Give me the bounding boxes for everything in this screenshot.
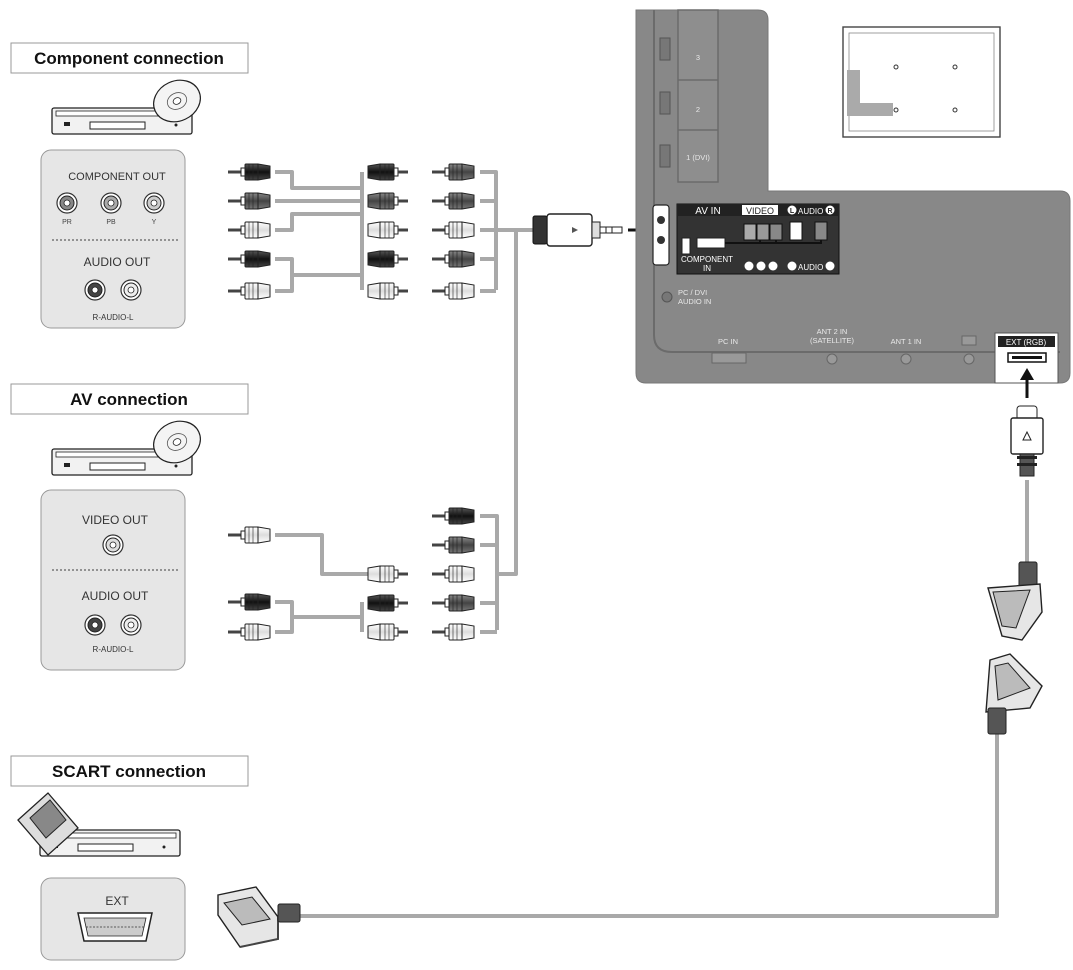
video-label: VIDEO: [746, 206, 774, 216]
plug-y: [227, 221, 271, 239]
av-adapter: [532, 213, 650, 247]
component-in-label-2: IN: [703, 264, 711, 273]
hdmi-2-label: 2: [696, 105, 700, 114]
mid-plug: [431, 507, 475, 525]
mid-plug: [367, 192, 409, 210]
component-in-label-1: COMPONENT: [681, 255, 733, 264]
component-audio-sub: R-AUDIO-L: [93, 313, 134, 322]
scart-cable-top-plug: [1010, 405, 1044, 477]
cables: [275, 170, 1029, 918]
hdmi-1-label: 1 (DVI): [686, 153, 710, 162]
mid-plug: [431, 565, 475, 583]
plug-audio-r: [227, 593, 271, 611]
ant1-label: ANT 1 IN: [891, 337, 922, 346]
ant2-label-1: ANT 2 IN: [817, 327, 848, 336]
audio-r-jack: [84, 279, 106, 301]
plug-audio-l: [227, 623, 271, 641]
scart-plug-device: [217, 886, 279, 948]
mid-plug: [367, 250, 409, 268]
av-device-panel: [40, 489, 186, 671]
audio-l-jack: [120, 279, 142, 301]
pr-jack: [56, 192, 78, 214]
mid-plug: [431, 623, 475, 641]
mid-plug: [431, 536, 475, 554]
pc-dvi-label-2: AUDIO IN: [678, 297, 711, 306]
mid-plug: [431, 282, 475, 300]
video-out-label: VIDEO OUT: [82, 513, 149, 527]
mid-plug: [367, 594, 409, 612]
audio-top-label: AUDIO: [798, 207, 823, 216]
ant2-label-2: (SATELLITE): [810, 336, 855, 345]
scart-title: SCART connection: [52, 762, 206, 781]
tv-back-icon: [842, 26, 1001, 138]
arrow-up-icon: [1020, 368, 1034, 398]
vhs-tape-icon: [17, 792, 79, 856]
plug-audio-r: [227, 250, 271, 268]
mid-plug: [431, 163, 475, 181]
video-out-jack: [102, 534, 124, 556]
audio-bottom-label: AUDIO: [798, 263, 823, 272]
plug-audio-l: [227, 282, 271, 300]
plug-pb: [227, 192, 271, 210]
pc-dvi-label-1: PC / DVI: [678, 288, 707, 297]
mid-plug: [367, 221, 409, 239]
pr-label: PR: [62, 219, 72, 226]
av-section: AV connection VIDEO OUT AUDIO OUT R-AUDI…: [10, 383, 475, 671]
tv-panel: 3 2 1 (DVI) AV IN VIDEO L AUDIO R COMPON…: [635, 9, 1071, 384]
scart-plug-lower: [985, 653, 1043, 735]
mid-plug: [431, 250, 475, 268]
y-jack: [143, 192, 165, 214]
av-in-label: AV IN: [695, 206, 720, 217]
plug-pr: [227, 163, 271, 181]
svg-text:R: R: [827, 208, 832, 215]
component-section: Component connection COMPONENT OUT PR PB…: [10, 42, 475, 329]
headphone-icon: [961, 335, 977, 346]
y-label: Y: [152, 219, 157, 226]
scart-plug-middle: [987, 561, 1043, 641]
mid-plug: [367, 163, 409, 181]
scart-socket-icon: [77, 912, 153, 942]
hdmi-3-label: 3: [696, 53, 700, 62]
av-title: AV connection: [70, 390, 188, 409]
plug-video: [227, 526, 271, 544]
audio-r-jack: [84, 614, 106, 636]
pb-jack: [100, 192, 122, 214]
ext-rgb-label: EXT (RGB): [1006, 338, 1047, 347]
component-out-label: COMPONENT OUT: [68, 171, 166, 183]
mid-plug: [431, 221, 475, 239]
scart-plug-grip: [277, 903, 301, 923]
av-in-jack: [652, 204, 670, 266]
pb-label: PB: [106, 219, 116, 226]
audio-l-jack: [120, 614, 142, 636]
ext-label: EXT: [105, 894, 129, 908]
mid-plug: [367, 623, 409, 641]
pc-in-label: PC IN: [718, 337, 738, 346]
component-audio-out-label: AUDIO OUT: [84, 255, 151, 269]
mid-plug: [367, 565, 409, 583]
mid-plug: [431, 192, 475, 210]
scart-section: SCART connection EXT: [10, 755, 301, 961]
av-audio-sub: R-AUDIO-L: [93, 645, 134, 654]
component-title: Component connection: [34, 49, 224, 68]
mid-plug: [367, 282, 409, 300]
svg-text:L: L: [790, 208, 795, 215]
mid-plug: [431, 594, 475, 612]
av-audio-out-label: AUDIO OUT: [82, 589, 149, 603]
